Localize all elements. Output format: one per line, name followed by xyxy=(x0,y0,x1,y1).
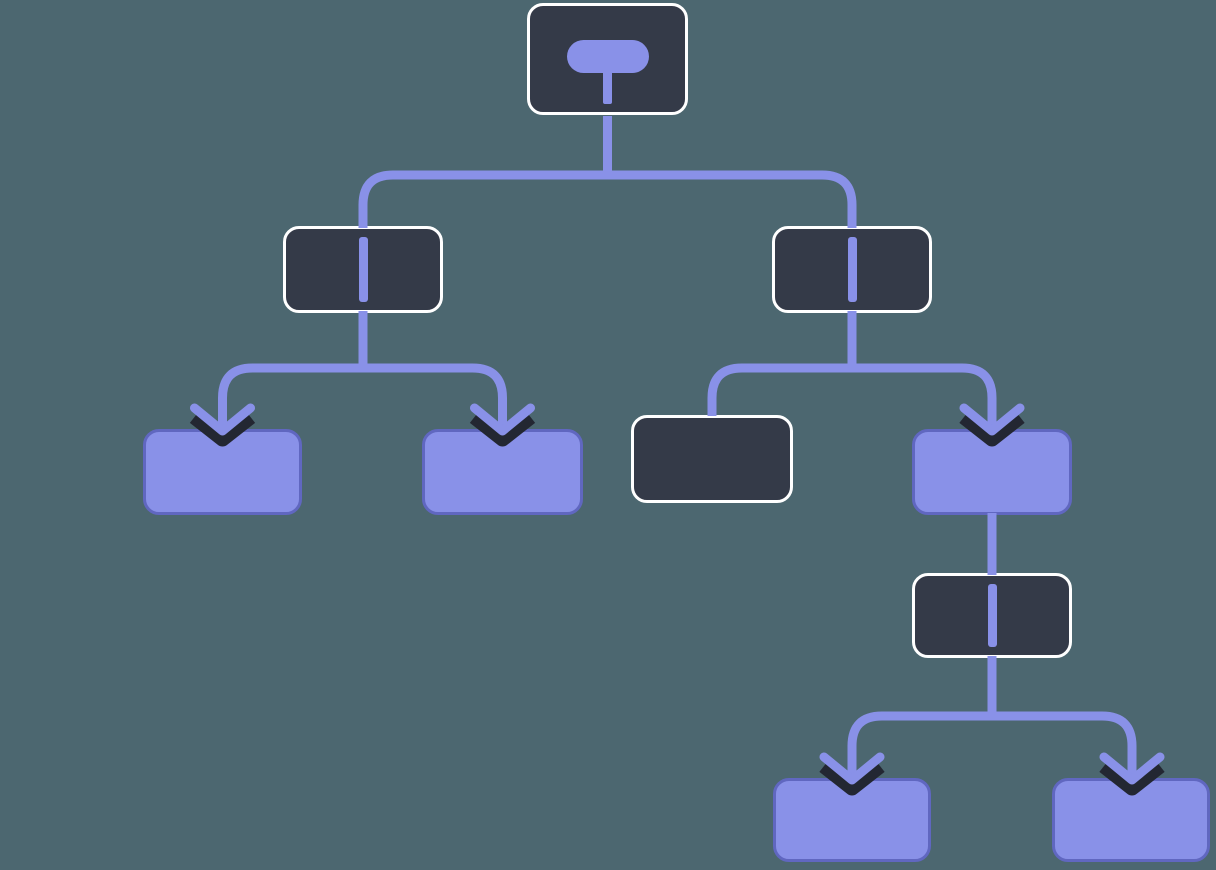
node-branch-left[interactable] xyxy=(283,226,443,313)
vertical-line-icon xyxy=(987,584,997,647)
pill-stem-tail xyxy=(603,70,612,104)
vertical-line-icon xyxy=(847,237,857,302)
node-leaf-purple-2[interactable] xyxy=(422,429,583,515)
node-leaf-purple-5[interactable] xyxy=(1052,778,1210,862)
node-leaf-purple-3[interactable] xyxy=(912,429,1072,515)
pill-stem-icon xyxy=(566,40,649,73)
edge-level3-bracket xyxy=(847,711,1137,781)
node-leaf-dark[interactable] xyxy=(631,415,793,503)
node-leaf-purple-1[interactable] xyxy=(143,429,302,515)
edge-level2-left-bracket xyxy=(218,363,507,432)
node-leaf-purple-4[interactable] xyxy=(773,778,931,862)
node-branch-mid[interactable] xyxy=(912,573,1072,658)
node-start-root[interactable] xyxy=(527,3,688,115)
node-branch-right[interactable] xyxy=(772,226,932,313)
vertical-line-icon xyxy=(358,237,368,302)
edge-level1-bracket xyxy=(358,170,857,228)
